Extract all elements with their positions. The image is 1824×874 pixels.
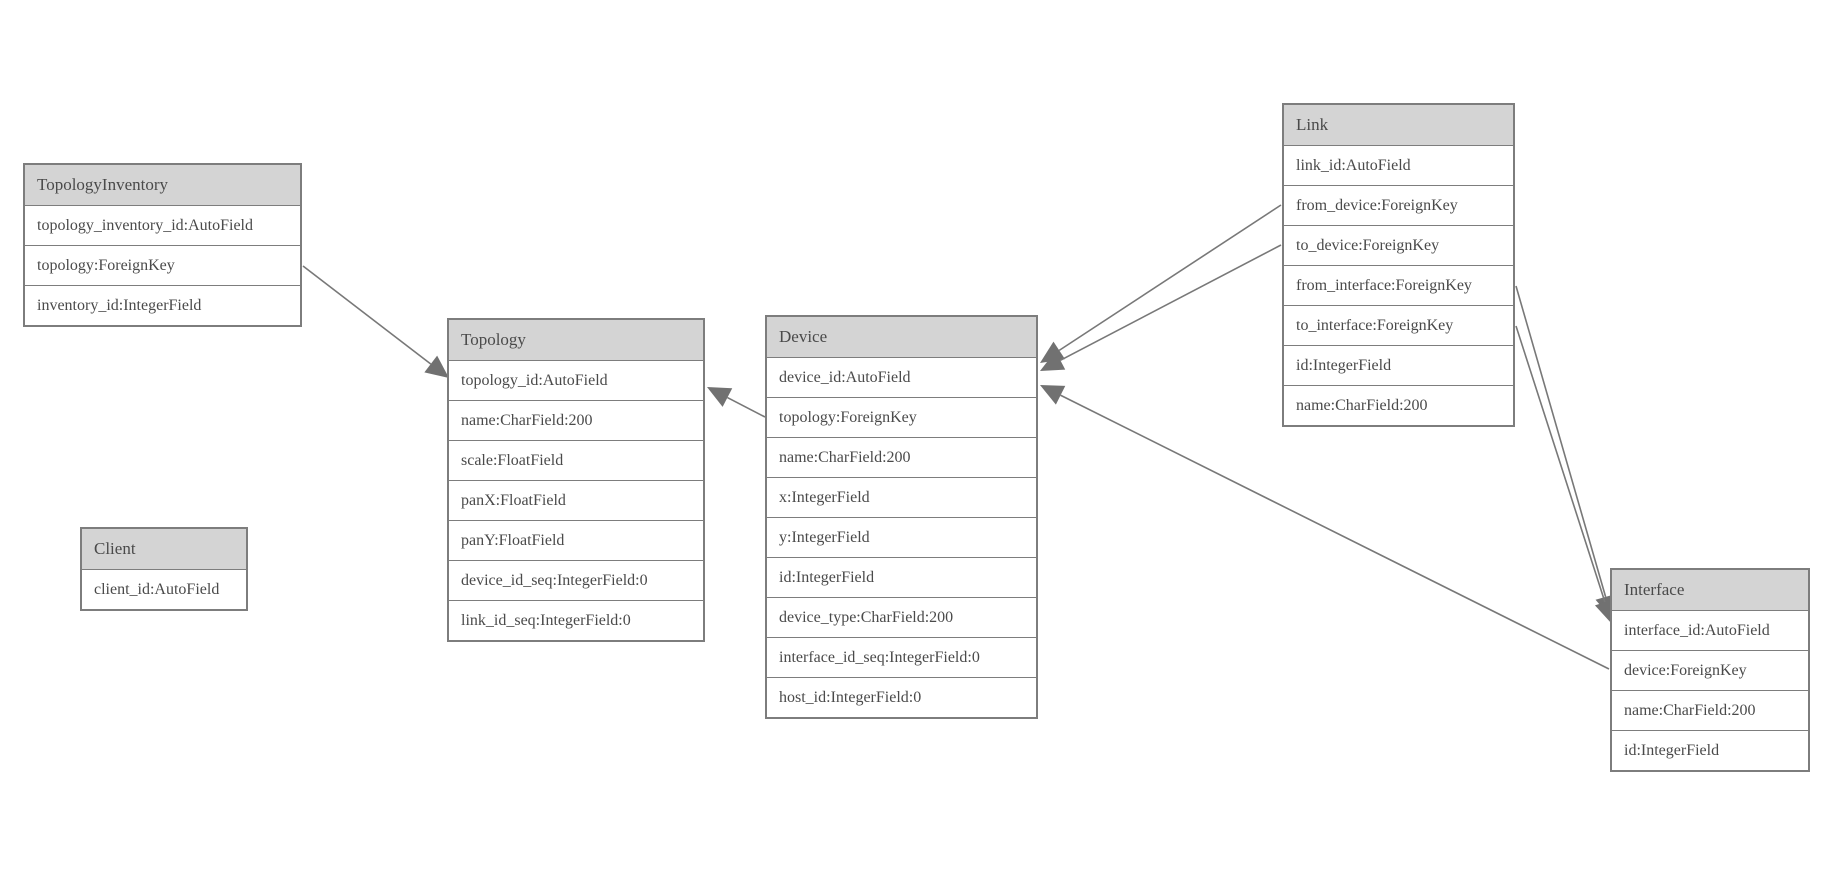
field-row-topology-panX: panX:FloatField: [449, 480, 703, 520]
table-topology-header[interactable]: Topology: [449, 320, 703, 361]
table-client-header[interactable]: Client: [82, 529, 246, 570]
field-row-device-y: y:IntegerField: [767, 517, 1036, 557]
field-row-device-topology: topology:ForeignKey: [767, 397, 1036, 437]
field-row-link-to_interface: to_interface:ForeignKey: [1284, 305, 1513, 345]
connector-line: [302, 265, 432, 365]
connector-line: [1060, 394, 1610, 670]
table-topologyinventory-header[interactable]: TopologyInventory: [25, 165, 300, 206]
arrowhead-icon: [1040, 351, 1066, 371]
table-link-header[interactable]: Link: [1284, 105, 1513, 146]
field-row-interface-interface_id: interface_id:AutoField: [1612, 611, 1808, 650]
field-row-link-from_device: from_device:ForeignKey: [1284, 185, 1513, 225]
connector-line: [1058, 204, 1282, 352]
field-row-device-device_id: device_id:AutoField: [767, 358, 1036, 397]
arrowhead-icon: [1040, 385, 1066, 405]
arrowhead-icon: [707, 387, 733, 407]
connector-line: [1515, 285, 1607, 598]
table-device-header[interactable]: Device: [767, 317, 1036, 358]
field-row-topology-topology_id: topology_id:AutoField: [449, 361, 703, 400]
field-row-device-id: id:IntegerField: [767, 557, 1036, 597]
connection-Link.from_device-to-Device.device_id: [1040, 204, 1282, 363]
field-row-link-id: id:IntegerField: [1284, 345, 1513, 385]
field-row-device-interface_id_seq: interface_id_seq:IntegerField:0: [767, 637, 1036, 677]
field-row-device-name: name:CharField:200: [767, 437, 1036, 477]
field-row-link-link_id: link_id:AutoField: [1284, 146, 1513, 185]
connection-Interface.device-to-Device.device_id: [1040, 385, 1610, 670]
field-row-device-device_type: device_type:CharField:200: [767, 597, 1036, 637]
field-row-topology-link_id_seq: link_id_seq:IntegerField:0: [449, 600, 703, 640]
arrowhead-icon: [1040, 341, 1065, 363]
field-row-link-name: name:CharField:200: [1284, 385, 1513, 425]
field-row-topology-device_id_seq: device_id_seq:IntegerField:0: [449, 560, 703, 600]
field-row-interface-id: id:IntegerField: [1612, 730, 1808, 770]
field-row-link-to_device: to_device:ForeignKey: [1284, 225, 1513, 265]
field-row-topologyinventory-inventory_id: inventory_id:IntegerField: [25, 285, 300, 325]
field-row-interface-device: device:ForeignKey: [1612, 650, 1808, 690]
field-row-client-client_id: client_id:AutoField: [82, 570, 246, 609]
field-row-device-x: x:IntegerField: [767, 477, 1036, 517]
connection-Device.topology-to-Topology.topology_id: [707, 387, 766, 418]
connector-line: [1060, 244, 1282, 362]
connector-line: [1515, 325, 1606, 603]
connector-line: [727, 396, 766, 418]
arrowhead-icon: [424, 355, 449, 378]
connection-Link.to_device-to-Device.device_id: [1040, 244, 1282, 371]
connection-Link.from_interface-to-Interface.interface_id: [1515, 285, 1616, 619]
field-row-topology-panY: panY:FloatField: [449, 520, 703, 560]
field-row-link-from_interface: from_interface:ForeignKey: [1284, 265, 1513, 305]
connection-TopologyInventory.topology-to-Topology.topology_id: [302, 265, 449, 378]
table-interface-header[interactable]: Interface: [1612, 570, 1808, 611]
connection-Link.to_interface-to-Interface.interface_id: [1515, 325, 1615, 624]
field-row-interface-name: name:CharField:200: [1612, 690, 1808, 730]
field-row-topologyinventory-topology_inventory_id: topology_inventory_id:AutoField: [25, 206, 300, 245]
field-row-topology-name: name:CharField:200: [449, 400, 703, 440]
field-row-topology-scale: scale:FloatField: [449, 440, 703, 480]
field-row-topologyinventory-topology: topology:ForeignKey: [25, 245, 300, 285]
field-row-device-host_id: host_id:IntegerField:0: [767, 677, 1036, 717]
